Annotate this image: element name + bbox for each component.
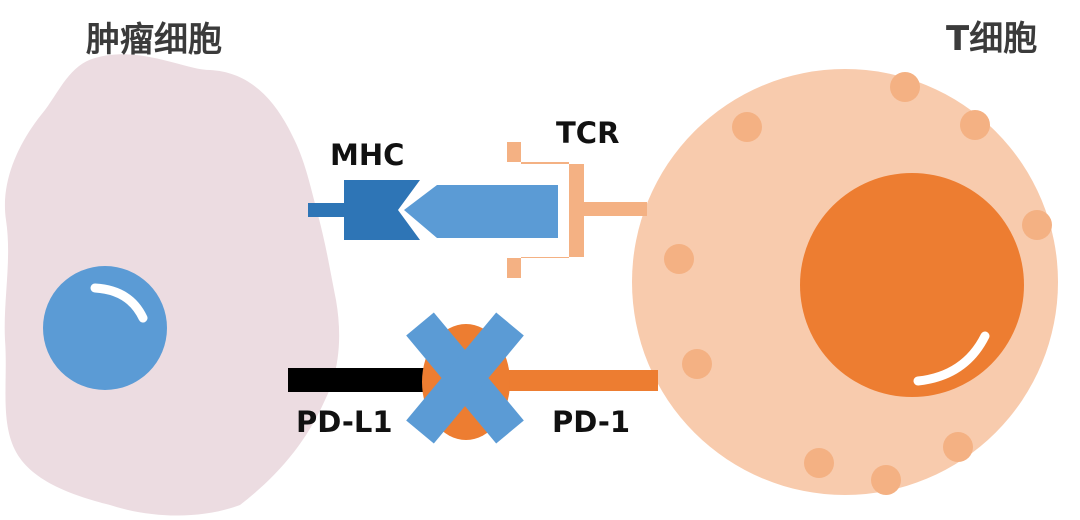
pd1-pdl1-complex [288, 312, 658, 444]
t-cell-granule [804, 448, 834, 478]
t-cell-nucleus [800, 173, 1024, 397]
t-cell-granule [943, 432, 973, 462]
t-cell-granule [890, 72, 920, 102]
mhc-label: MHC [330, 138, 404, 172]
t-cell-granule [871, 465, 901, 495]
tcr-label: TCR [556, 116, 619, 150]
t-cell-granule [664, 244, 694, 274]
pd-1-receptor [490, 370, 658, 391]
t-cell-granule [732, 112, 762, 142]
tumor-cell-body [4, 54, 340, 516]
t-cell-granule [960, 110, 990, 140]
t-cell-label: T细胞 [946, 19, 1037, 59]
tumor-nucleus [43, 266, 167, 390]
mhc-stem [308, 203, 350, 217]
tcr-receptor [507, 142, 647, 278]
tumor-cell [4, 54, 340, 516]
pd-1-label: PD-1 [552, 405, 630, 439]
mhc-molecule [344, 180, 420, 240]
mhc-tcr-complex [308, 142, 647, 278]
pd-l1-label: PD-L1 [296, 405, 393, 439]
t-cell-granule [682, 349, 712, 379]
t-cell-nucleus-highlight [913, 331, 990, 386]
tumor-cell-label: 肿瘤细胞 [86, 20, 222, 60]
t-cell-granule [1022, 210, 1052, 240]
antigen-peptide [404, 185, 558, 238]
t-cell [632, 69, 1058, 495]
tumor-nucleus-highlight [90, 283, 148, 323]
block-x-icon [406, 312, 524, 444]
